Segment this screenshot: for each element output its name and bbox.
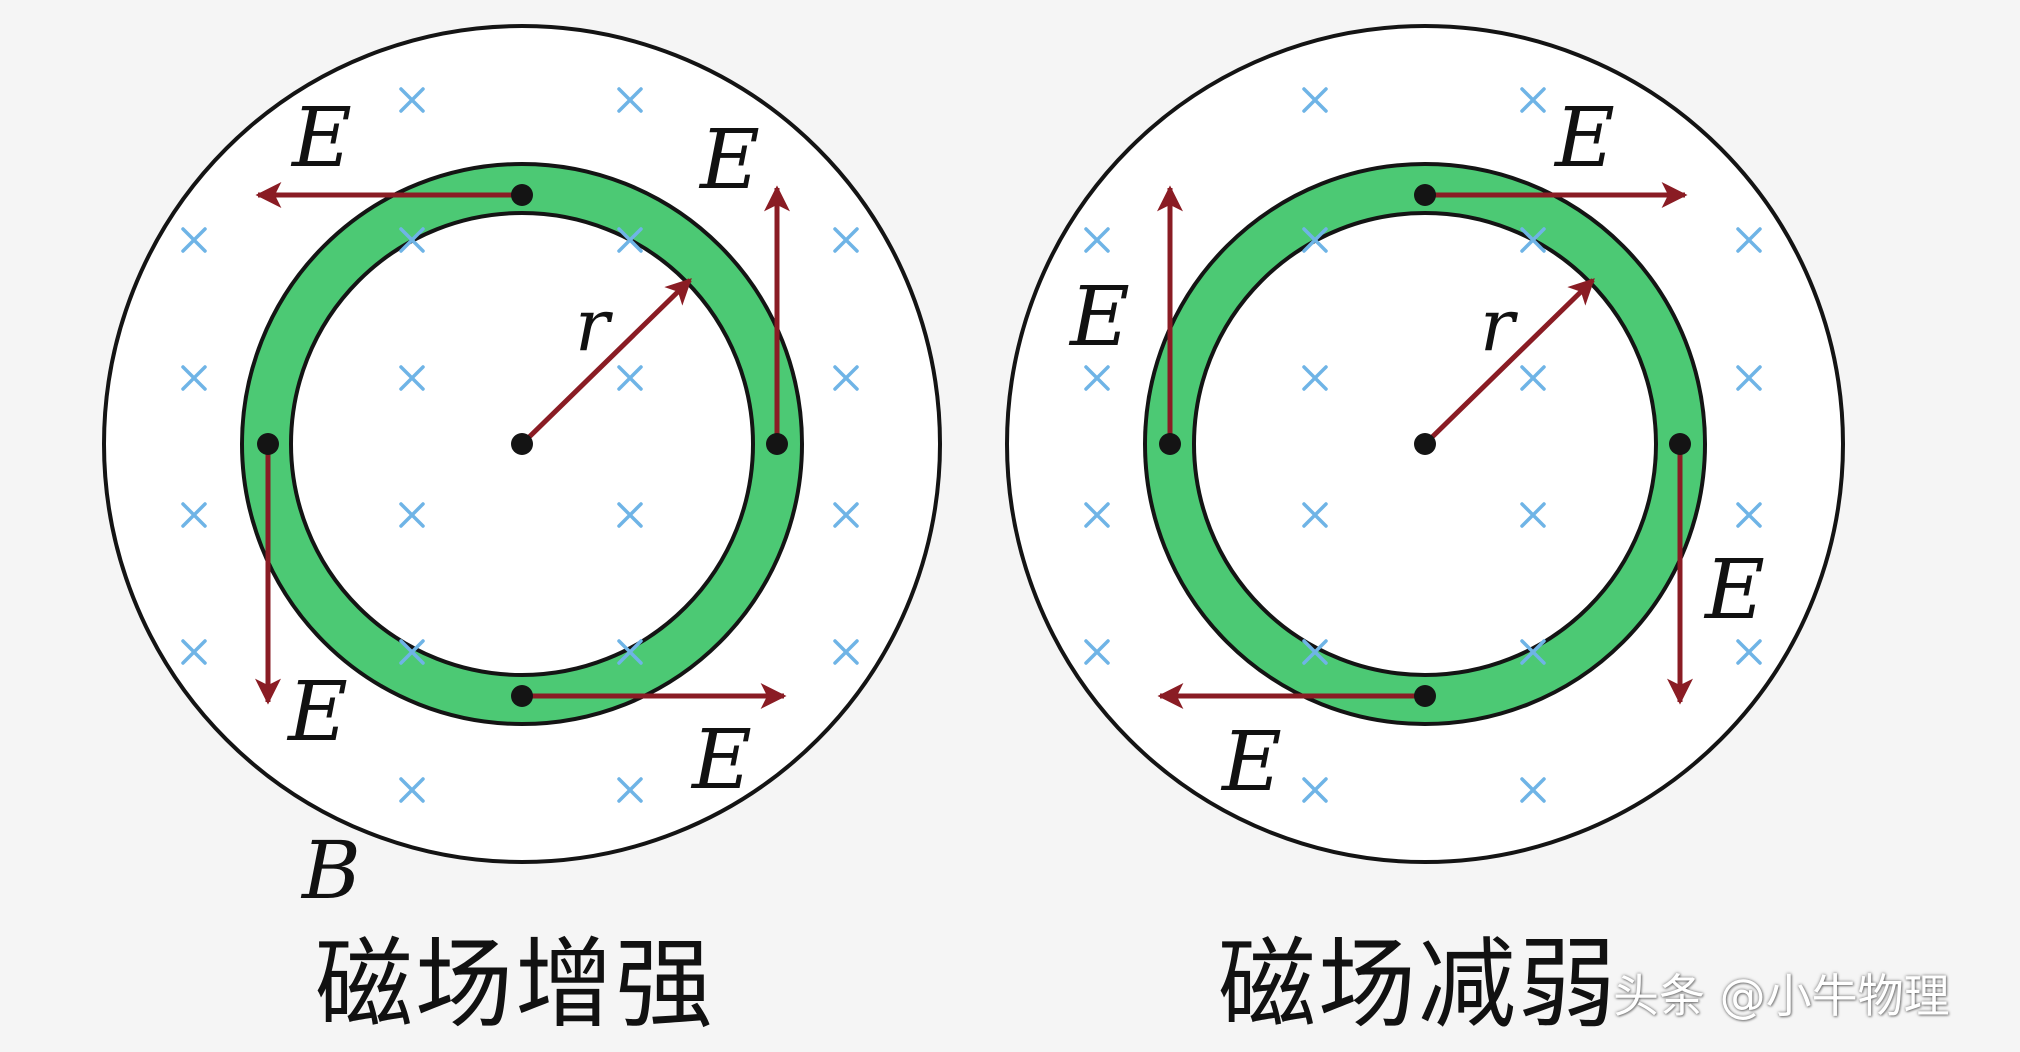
dot-icon bbox=[1414, 184, 1436, 206]
right-radius-label: r bbox=[1480, 283, 1518, 367]
left-e-label-right: E bbox=[698, 113, 760, 208]
left-e-label-bottom: E bbox=[690, 713, 752, 808]
dot-icon bbox=[511, 433, 533, 455]
caption-field-decreasing: 磁场减弱 bbox=[1218, 928, 1619, 1042]
left-diagram: r E E E E B bbox=[102, 24, 942, 917]
right-e-label-top: E bbox=[1553, 91, 1615, 186]
left-radius-arrow bbox=[520, 278, 692, 446]
dot-icon bbox=[257, 433, 279, 455]
dot-icon bbox=[1669, 433, 1691, 455]
left-e-label-left: E bbox=[286, 665, 348, 760]
dot-icon bbox=[1159, 433, 1181, 455]
dot-icon bbox=[511, 184, 533, 206]
watermark: 头条 @小牛物理 bbox=[1613, 969, 1950, 1023]
dot-icon bbox=[511, 685, 533, 707]
magnetic-field-label: B bbox=[300, 824, 361, 917]
right-radius-arrow bbox=[1423, 278, 1595, 446]
caption-field-increasing: 磁场增强 bbox=[315, 928, 716, 1042]
left-radius-label: r bbox=[575, 283, 613, 367]
right-diagram: r E E E E bbox=[1005, 24, 1845, 864]
left-e-label-top: E bbox=[290, 91, 352, 186]
right-e-label-right: E bbox=[1703, 543, 1765, 638]
dot-icon bbox=[1414, 685, 1436, 707]
dot-icon bbox=[766, 433, 788, 455]
dot-icon bbox=[1414, 433, 1436, 455]
right-e-label-left: E bbox=[1068, 270, 1130, 365]
right-e-label-bottom: E bbox=[1220, 715, 1282, 810]
